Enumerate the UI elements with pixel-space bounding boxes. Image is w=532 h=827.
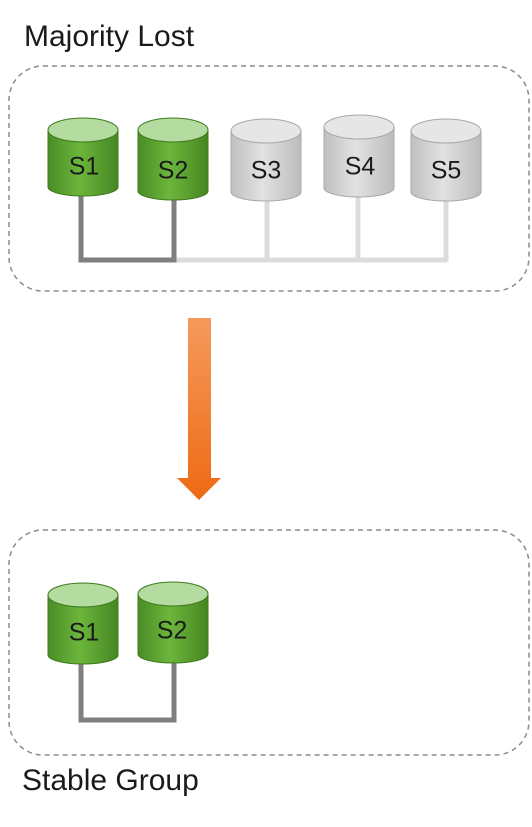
top-network-links bbox=[78, 190, 449, 263]
active-link bbox=[78, 195, 177, 263]
stable-group-box bbox=[8, 529, 530, 756]
server-label: S5 bbox=[431, 157, 462, 185]
majority-lost-group-box bbox=[8, 65, 530, 292]
server-label: S1 bbox=[69, 619, 100, 647]
server-label: S4 bbox=[345, 153, 376, 181]
server-label: S2 bbox=[158, 157, 189, 185]
stable-group-title: Stable Group bbox=[22, 764, 199, 797]
stable-server-s2: S2 bbox=[137, 581, 209, 664]
server-label: S2 bbox=[157, 617, 188, 645]
transition-arrow bbox=[177, 318, 221, 500]
server-s5: S5 bbox=[410, 118, 482, 202]
stable-server-s1: S1 bbox=[47, 582, 119, 665]
server-label: S3 bbox=[251, 157, 282, 185]
server-s1: S1 bbox=[47, 117, 119, 197]
majority-lost-title: Majority Lost bbox=[24, 20, 195, 53]
stable-link bbox=[78, 660, 177, 723]
server-s2: S2 bbox=[137, 117, 209, 201]
server-s4: S4 bbox=[323, 114, 395, 198]
server-label: S1 bbox=[69, 153, 100, 181]
server-s3: S3 bbox=[230, 118, 302, 202]
